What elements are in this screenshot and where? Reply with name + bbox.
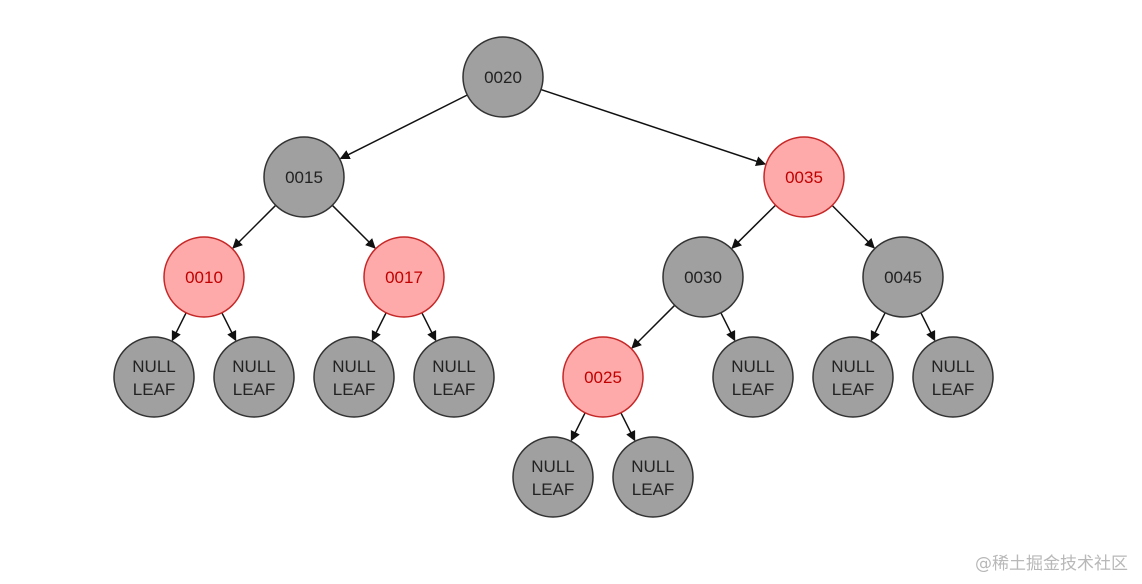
edge-n25-l9 [620,412,636,442]
null-leaf-node: NULL LEAF [313,336,395,418]
leaf-label-line: LEAF [333,380,376,399]
edge-n45-l6 [870,312,886,342]
leaf-label-line: LEAF [532,480,575,499]
leaf-label-line: NULL [432,357,475,376]
node-label: 0035 [785,168,823,187]
edge-n10-l2 [221,312,237,342]
leaf-label-line: NULL [831,357,874,376]
leaf-label-line: LEAF [732,380,775,399]
node-label: 0010 [185,268,223,287]
leaf-label-line: NULL [232,357,275,376]
leaf-label-line: LEAF [133,380,176,399]
red-node-circle [363,236,445,318]
black-node-circle [812,336,894,418]
tree-node-0030: 0030 [662,236,744,318]
watermark-text: @稀土掘金技术社区 [975,554,1128,574]
leaf-label-line: NULL [132,357,175,376]
edge-n30-l5 [720,312,736,342]
node-label: 0030 [684,268,722,287]
edge-n17-l4 [421,312,437,342]
edge-n17-l3 [371,312,387,342]
red-node-circle [562,336,644,418]
edge-n35-n45 [831,204,875,249]
null-leaf-node: NULL LEAF [912,336,994,418]
leaf-label-line: LEAF [233,380,276,399]
null-leaf-node: NULL LEAF [213,336,295,418]
tree-node-0045: 0045 [862,236,944,318]
black-node-circle [462,36,544,118]
node-label: 0020 [484,68,522,87]
leaf-label-line: NULL [531,457,574,476]
null-leaf-node: NULL LEAF [612,436,694,518]
null-leaf-node: NULL LEAF [512,436,594,518]
null-leaf-node: NULL LEAF [712,336,794,418]
red-node-circle [763,136,845,218]
null-leaf-node: NULL LEAF [413,336,495,418]
black-node-circle [862,236,944,318]
black-node-circle [612,436,694,518]
black-node-circle [662,236,744,318]
black-node-circle [912,336,994,418]
edge-n25-l8 [570,412,586,442]
leaf-label-line: LEAF [433,380,476,399]
null-leaf-node: NULL LEAF [812,336,894,418]
black-node-circle [113,336,195,418]
node-label: 0025 [584,368,622,387]
leaf-label-line: NULL [332,357,375,376]
edges [171,88,936,442]
tree-node-0015: 0015 [263,136,345,218]
tree-node-0020: 0020 [462,36,544,118]
edge-n45-l7 [920,312,936,342]
leaf-label-line: NULL [931,357,974,376]
edge-n10-l1 [171,312,187,342]
null-leaf-node: NULL LEAF [113,336,195,418]
edge-n15-n17 [331,204,376,249]
edge-n15-n10 [232,204,277,249]
edge-n30-n25 [631,304,676,349]
leaf-label-line: LEAF [632,480,675,499]
leaf-label-line: NULL [631,457,674,476]
node-label: 0017 [385,268,423,287]
edge-n20-n15 [339,94,468,160]
tree-node-0010: 0010 [163,236,245,318]
leaf-label-line: LEAF [832,380,875,399]
tree-node-0017: 0017 [363,236,445,318]
tree-node-0025: 0025 [562,336,644,418]
black-node-circle [413,336,495,418]
black-node-circle [213,336,295,418]
edge-n20-n35 [540,88,767,167]
black-node-circle [313,336,395,418]
tree-node-0035: 0035 [763,136,845,218]
edge-n35-n30 [731,204,777,249]
leaf-label-line: NULL [731,357,774,376]
black-node-circle [263,136,345,218]
node-label: 0045 [884,268,922,287]
node-label: 0015 [285,168,323,187]
leaf-label-line: LEAF [932,380,975,399]
black-node-circle [512,436,594,518]
black-node-circle [712,336,794,418]
red-node-circle [163,236,245,318]
